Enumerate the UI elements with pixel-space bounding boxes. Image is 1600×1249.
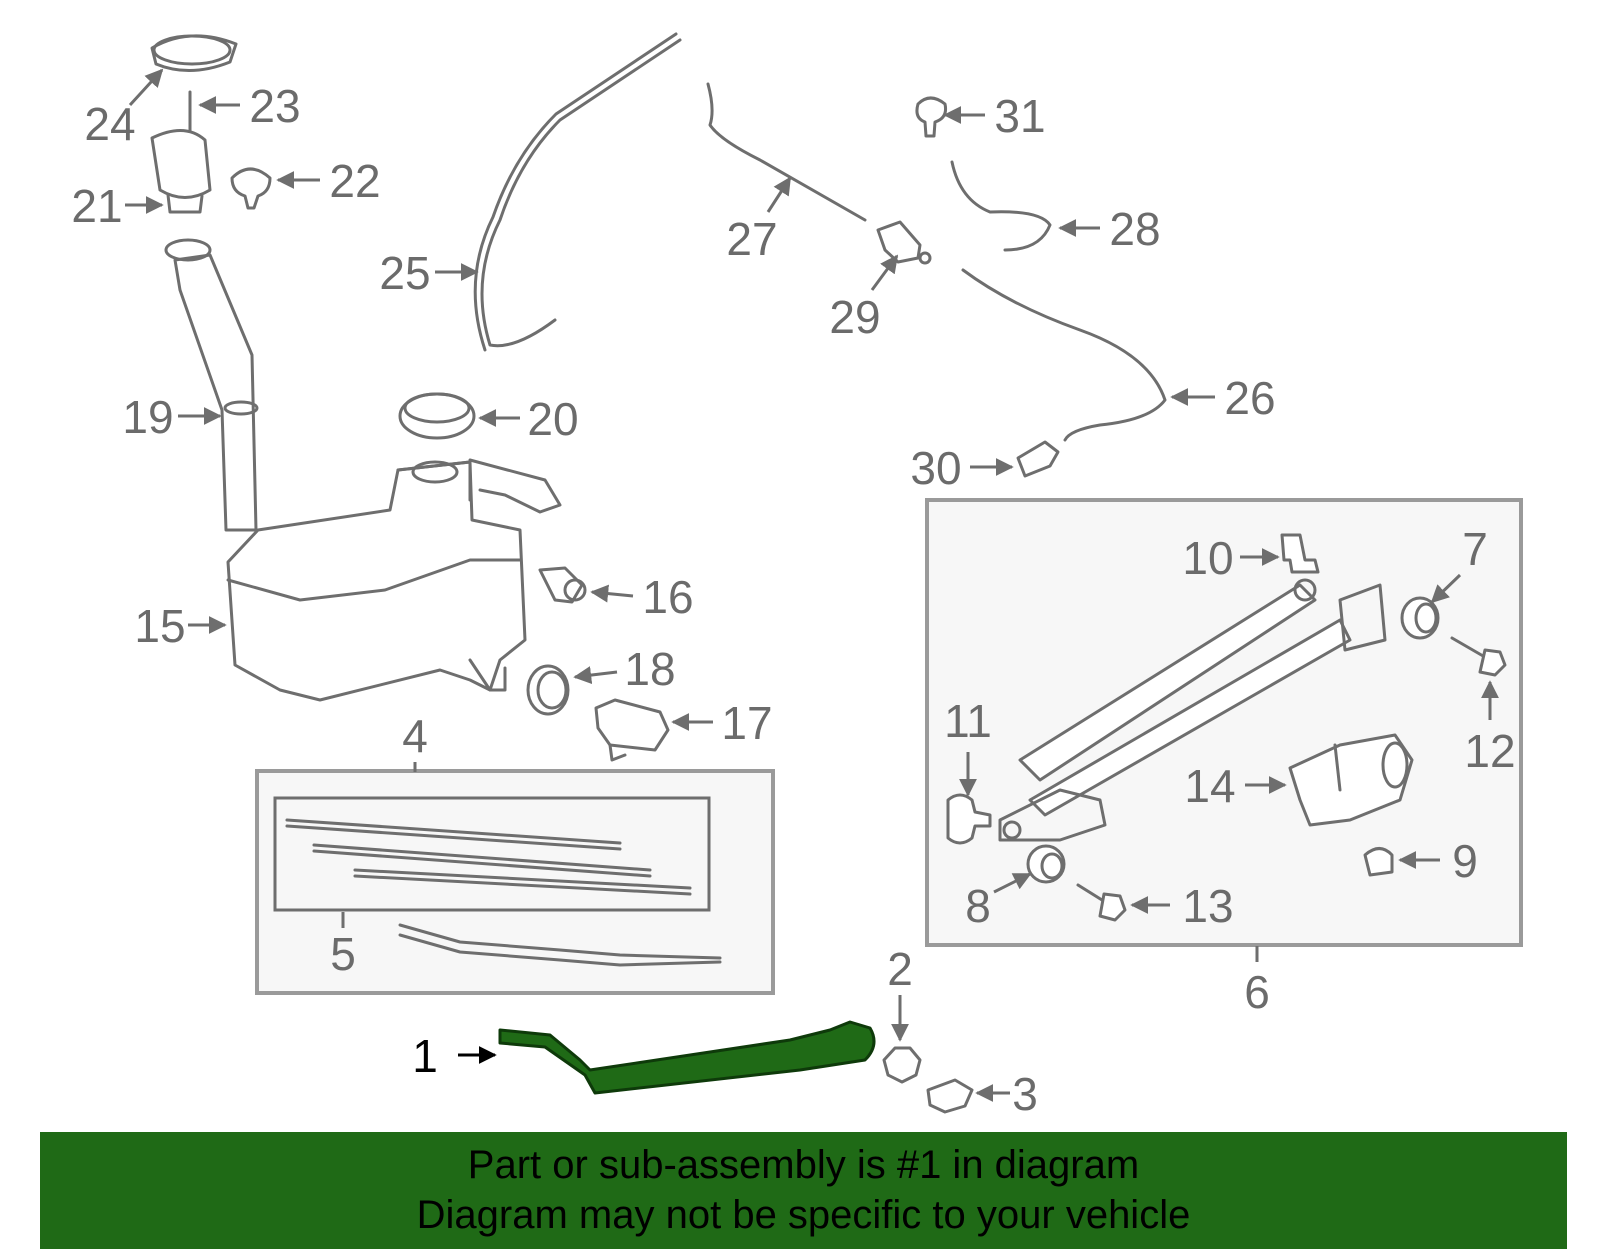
- bolt-12-part[interactable]: [1450, 636, 1507, 677]
- hose-25-part[interactable]: [480, 38, 682, 348]
- wiper-linkage-part[interactable]: [998, 578, 1387, 842]
- callout-15: 15: [134, 600, 185, 652]
- bolt-16-part[interactable]: [538, 566, 587, 604]
- connector-30-part[interactable]: [1016, 440, 1060, 478]
- filler-cap-part[interactable]: [150, 34, 238, 73]
- leader-16: [590, 584, 634, 603]
- callout-8: 8: [965, 880, 991, 932]
- leader-24: [128, 68, 164, 107]
- callout-17: 17: [721, 697, 772, 749]
- callout-16: 16: [642, 571, 693, 623]
- cap-9-part[interactable]: [1363, 847, 1394, 877]
- callout-2: 2: [887, 943, 913, 995]
- callout-6: 6: [1244, 966, 1270, 1018]
- hose-26-part[interactable]: [961, 268, 1167, 442]
- callout-30: 30: [910, 442, 961, 494]
- connector-29-part[interactable]: [876, 220, 932, 265]
- leader-27: [766, 176, 792, 213]
- bolt-13-part[interactable]: [1076, 883, 1127, 922]
- leader-8: [993, 872, 1032, 894]
- washer-pump-part[interactable]: [594, 698, 670, 762]
- callout-14: 14: [1184, 760, 1235, 812]
- bolt-10-part[interactable]: [1280, 533, 1320, 574]
- callout-22: 22: [329, 155, 380, 207]
- leader-7: [1430, 573, 1462, 604]
- callout-26: 26: [1224, 372, 1275, 424]
- callout-7: 7: [1462, 523, 1488, 575]
- tank-seal-part[interactable]: [398, 392, 476, 440]
- callout-13: 13: [1182, 880, 1233, 932]
- cap-3-part[interactable]: [926, 1078, 974, 1114]
- callout-18: 18: [624, 643, 675, 695]
- callout-3: 3: [1012, 1068, 1038, 1120]
- info-banner: Part or sub-assembly is #1 in diagram Di…: [40, 1132, 1567, 1249]
- callout-31: 31: [994, 90, 1045, 142]
- bolt-11-part[interactable]: [946, 793, 992, 845]
- nozzle-31-part[interactable]: [915, 96, 947, 138]
- callout-29: 29: [829, 291, 880, 343]
- bushing-7-part[interactable]: [1400, 596, 1440, 640]
- blade-refills-part[interactable]: [285, 818, 692, 896]
- hose-28-part[interactable]: [950, 160, 1052, 252]
- callout-19: 19: [122, 391, 173, 443]
- grommet-part[interactable]: [230, 167, 272, 210]
- washer-reservoir-part[interactable]: [226, 458, 562, 702]
- banner-line-1: Part or sub-assembly is #1 in diagram: [467, 1143, 1140, 1187]
- callout-20: 20: [527, 393, 578, 445]
- banner-line-2: Diagram may not be specific to your vehi…: [416, 1193, 1191, 1237]
- leader-18: [573, 666, 618, 685]
- nut-2-part[interactable]: [882, 1046, 922, 1084]
- callout-28: 28: [1109, 203, 1160, 255]
- pump-cap-part[interactable]: [150, 129, 212, 214]
- callout-21: 21: [71, 180, 122, 232]
- pump-seal-part[interactable]: [526, 664, 570, 716]
- callout-27: 27: [726, 213, 777, 265]
- linkage-assembly-box: [925, 498, 1523, 947]
- callout-5: 5: [330, 928, 356, 980]
- wiper-blade-part[interactable]: [398, 923, 722, 967]
- callout-4: 4: [402, 710, 428, 762]
- hose-25-inner: [473, 32, 678, 352]
- callout-10: 10: [1182, 532, 1233, 584]
- leader-29: [870, 254, 899, 291]
- callout-11: 11: [944, 695, 992, 747]
- callout-24: 24: [84, 98, 135, 150]
- callout-1: 1: [412, 1030, 438, 1082]
- callout-23: 23: [249, 80, 300, 132]
- callout-9: 9: [1452, 835, 1478, 887]
- wiper-motor-part[interactable]: [1288, 733, 1414, 827]
- bushing-8-part[interactable]: [1026, 844, 1066, 884]
- wiper-arm-part[interactable]: [498, 1020, 876, 1095]
- callout-25: 25: [379, 247, 430, 299]
- callout-12: 12: [1464, 725, 1515, 777]
- filler-neck-part[interactable]: [164, 238, 259, 532]
- hose-27-part[interactable]: [706, 82, 867, 222]
